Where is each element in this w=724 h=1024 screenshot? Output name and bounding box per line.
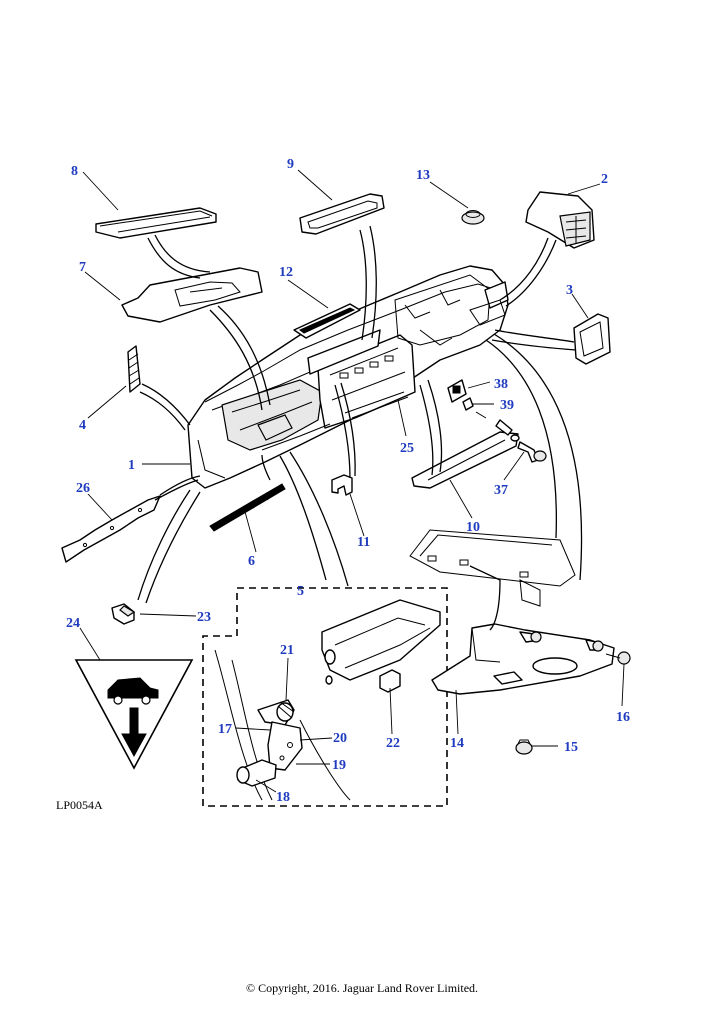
part-11-clip [331, 474, 353, 496]
label-7: 7 [79, 260, 86, 275]
label-39: 39 [500, 398, 514, 413]
assembly-lines [137, 225, 583, 631]
label-9: 9 [287, 157, 294, 172]
part-2-vent-housing [525, 191, 595, 249]
label-26: 26 [76, 481, 90, 496]
part-26-bracket-strip [61, 495, 161, 563]
label-37: 37 [494, 483, 508, 498]
label-25: 25 [400, 441, 414, 456]
label-3: 3 [566, 283, 573, 298]
part-12-strip [293, 303, 361, 339]
part-15-fastener [515, 739, 533, 755]
label-24: 24 [66, 616, 80, 631]
label-18: 18 [276, 790, 290, 805]
label-12: 12 [279, 265, 293, 280]
label-16: 16 [616, 710, 630, 725]
label-17: 17 [218, 722, 232, 737]
part-7-bracket [121, 267, 263, 323]
part-23-connector [111, 603, 136, 625]
callout-labels: 1 2 3 4 5 6 7 8 9 10 11 12 13 14 15 16 1… [66, 157, 630, 805]
part-3-grille-frame [573, 313, 611, 365]
copyright-notice: © Copyright, 2016. Jaguar Land Rover Lim… [245, 981, 479, 995]
part-14-lower-panel [409, 529, 631, 695]
label-11: 11 [357, 535, 370, 550]
part-13-plug [461, 210, 485, 225]
label-22: 22 [386, 736, 400, 751]
part-38-switch [447, 379, 467, 403]
label-38: 38 [494, 377, 508, 392]
part-37-fastener [495, 419, 547, 463]
label-13: 13 [416, 168, 430, 183]
label-23: 23 [197, 610, 211, 625]
label-19: 19 [332, 758, 346, 773]
part-24-warning-triangle [74, 659, 194, 770]
drawing-code: LP0054A [56, 798, 103, 812]
label-10: 10 [466, 520, 480, 535]
part-9-surround [299, 193, 385, 235]
label-21: 21 [280, 643, 294, 658]
part-4-side-vent [127, 345, 141, 393]
part-6-seal-strip [209, 483, 286, 532]
label-8: 8 [71, 164, 78, 179]
label-2: 2 [601, 172, 608, 187]
part-8-lid [95, 207, 217, 239]
part-25-lower-strip [344, 391, 409, 419]
label-14: 14 [450, 736, 464, 751]
part-5-detail-box [202, 587, 448, 807]
label-6: 6 [248, 554, 255, 569]
label-20: 20 [333, 731, 347, 746]
label-4: 4 [79, 418, 86, 433]
part-10-trim-panel [411, 431, 519, 489]
label-5: 5 [297, 584, 304, 599]
leader-lines [79, 169, 625, 793]
label-1: 1 [128, 458, 135, 473]
part-39-clip [462, 397, 487, 419]
label-15: 15 [564, 740, 578, 755]
dashboard-fascia [187, 265, 509, 489]
